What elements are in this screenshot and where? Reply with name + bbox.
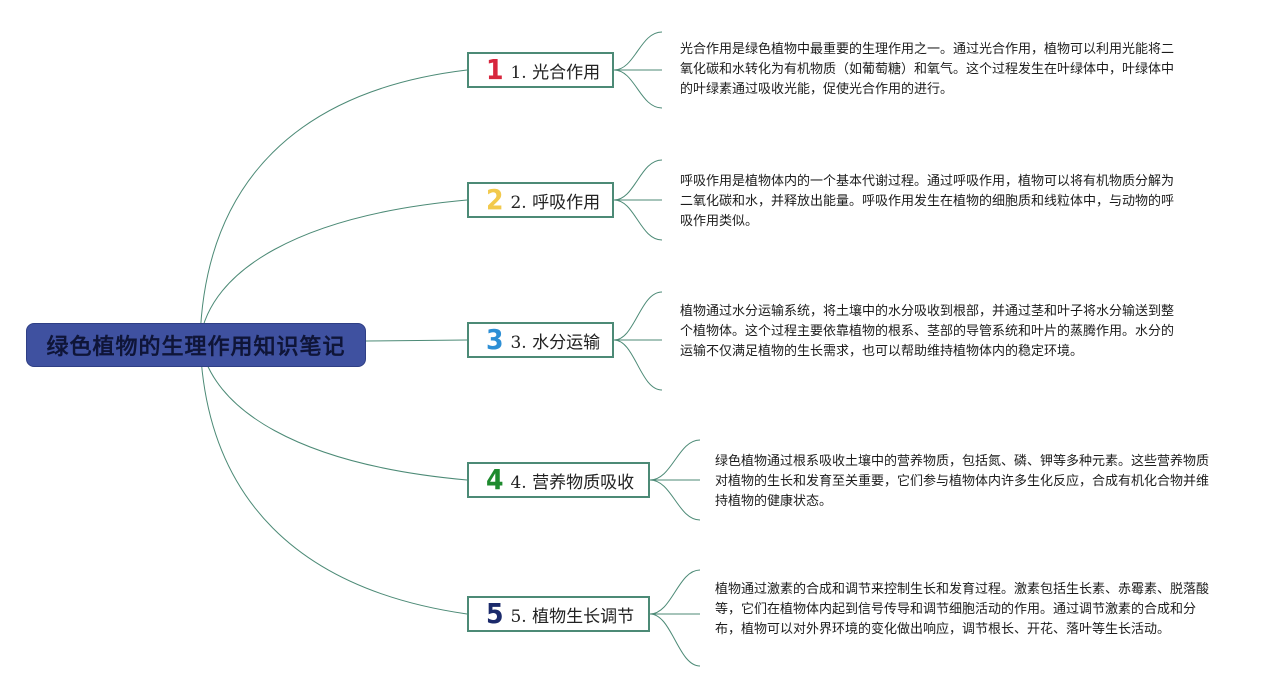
connector-root-topic-5 [199,339,468,615]
brace-topic-2 [613,159,663,241]
brace-topic-5 [649,569,701,667]
topic-nutrient-absorption[interactable]: 4 4. 营养物质吸收 [467,462,650,498]
connector-root-topic-1 [199,69,468,341]
topic-respiration[interactable]: 2 2. 呼吸作用 [467,182,614,218]
detail-respiration: 呼吸作用是植物体内的一个基本代谢过程。通过呼吸作用，植物可以将有机物质分解为二氧… [680,174,1175,229]
topic-label: 3. 水分运输 [510,332,601,353]
topic-water-transport[interactable]: 3 3. 水分运输 [467,322,614,358]
brace-topic-4 [649,439,701,521]
number-4-icon: 4 [485,463,504,496]
detail-photosynthesis: 光合作用是绿色植物中最重要的生理作用之一。通过光合作用，植物可以利用光能将二氧化… [680,42,1175,97]
number-2-icon: 2 [485,183,504,216]
number-3-icon: 3 [485,323,504,356]
number-5-icon: 5 [485,597,504,630]
topic-photosynthesis[interactable]: 1 1. 光合作用 [467,52,614,88]
detail-nutrient-absorption: 绿色植物通过根系吸收土壤中的营养物质，包括氮、磷、钾等多种元素。这些营养物质对植… [715,454,1210,509]
topic-label: 4. 营养物质吸收 [510,472,635,493]
detail-growth-regulation: 植物通过激素的合成和调节来控制生长和发育过程。激素包括生长素、赤霉素、脱落酸等，… [715,582,1210,637]
number-1-icon: 1 [485,53,504,86]
topic-label: 5. 植物生长调节 [510,606,635,627]
connector-root-topic-2 [199,199,468,341]
root-title: 绿色植物的生理作用知识笔记 [46,335,346,360]
brace-topic-3 [613,291,663,391]
topic-label: 1. 光合作用 [510,62,601,83]
topic-label: 2. 呼吸作用 [510,192,601,213]
brace-topic-1 [613,31,663,109]
connector-root-topic-3 [365,339,468,342]
topic-growth-regulation[interactable]: 5 5. 植物生长调节 [467,596,650,632]
detail-water-transport: 植物通过水分运输系统，将土壤中的水分吸收到根部，并通过茎和叶子将水分输送到整个植… [680,304,1175,359]
root-topic[interactable]: 绿色植物的生理作用知识笔记 [26,323,366,367]
